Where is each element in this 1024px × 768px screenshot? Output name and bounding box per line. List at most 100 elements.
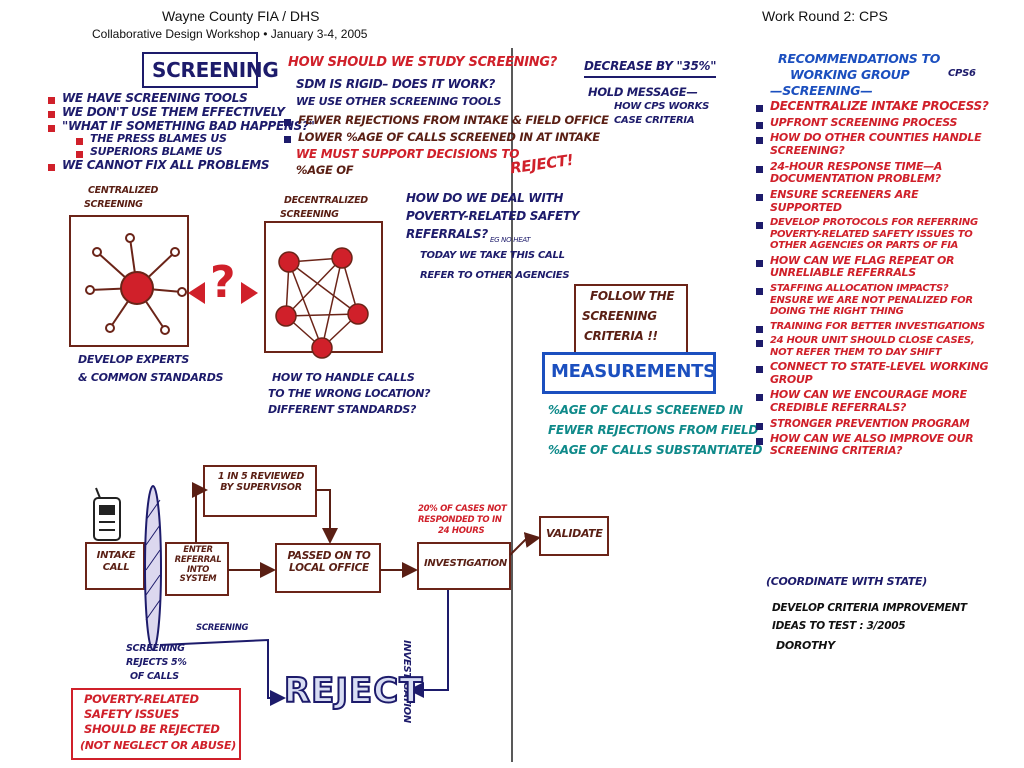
hold-how: HOW CPS WORKS (614, 101, 710, 112)
investigation-box (417, 542, 511, 590)
recommendation-item: HOW CAN WE ALSO IMPROVE OUR SCREENING CR… (756, 432, 992, 458)
screening-title-box: SCREENING (142, 52, 279, 88)
recommendation-item: STAFFING ALLOCATION IMPACTS? ENSURE WE A… (756, 283, 992, 318)
poverty-today: REFER TO OTHER AGENCIES (420, 270, 570, 281)
screening-bullets: WE HAVE SCREENING TOOLS WE DON'T USE THE… (48, 91, 315, 173)
reviewed-label: 1 IN 5 REVIEWED BY SUPERVISOR (217, 471, 305, 493)
screening-bullet: "WHAT IF SOMETHING BAD HAPPENS?" (48, 119, 315, 134)
poverty-box-frame (71, 688, 241, 760)
measurement-item: %AGE OF CALLS SCREENED IN (548, 403, 743, 417)
develop-note: IDEAS TO TEST : 3/2005 (772, 620, 906, 632)
recommendation-item: 24-HOUR RESPONSE TIME—A DOCUMENTATION PR… (756, 160, 992, 186)
pct-note: RESPONDED TO IN (418, 515, 502, 525)
header-subtitle: Collaborative Design Workshop • January … (92, 27, 368, 41)
pct-note: 24 HOURS (438, 526, 485, 536)
centralized-hub (85, 233, 187, 335)
poverty-box-line: SHOULD BE REJECTED (84, 722, 220, 736)
study-bullet: FEWER REJECTIONS FROM INTAKE & FIELD OFF… (284, 113, 609, 127)
study-bullets: FEWER REJECTIONS FROM INTAKE & FIELD OFF… (284, 113, 609, 144)
screening-bullet: THE PRESS BLAMES US (76, 133, 315, 146)
recommendations-subtitle: —SCREENING— (770, 83, 873, 98)
centralized-label: CENTRALIZED (88, 185, 159, 196)
decentralized-mesh (275, 247, 369, 359)
flow-arrows (192, 482, 541, 578)
develop-signature: DOROTHY (776, 639, 835, 652)
screening-bullet: SUPERIORS BLAME US (76, 145, 315, 159)
rejects-label: OF CALLS (130, 671, 179, 682)
rejects-label: SCREENING (126, 643, 185, 654)
recommendations-list: DECENTRALIZE INTAKE PROCESS? UPFRONT SCR… (756, 99, 992, 461)
intake-box (85, 542, 145, 590)
poverty-today: TODAY WE TAKE THIS CALL (420, 250, 565, 261)
question-arrows (188, 282, 258, 304)
recommendation-item: HOW CAN WE FLAG REPEAT OR UNRELIABLE REF… (756, 254, 992, 280)
poverty-box-line: POVERTY-RELATED (84, 692, 199, 706)
poverty-question: HOW DO WE DEAL WITH (406, 191, 564, 205)
recommendation-item: ENSURE SCREENERS ARE SUPPORTED (756, 188, 992, 214)
follow-line: CRITERIA !! (584, 329, 658, 343)
hold-criteria: CASE CRITERIA (614, 115, 695, 126)
decentralized-label: DECENTRALIZED (284, 195, 368, 206)
recommendation-item: DEVELOP PROTOCOLS FOR REFERRING POVERTY-… (756, 217, 992, 252)
poverty-question: REFERRALS? (406, 227, 488, 241)
screening-barrier (144, 485, 162, 651)
follow-line: FOLLOW THE (590, 289, 675, 303)
decentralized-caption: TO THE WRONG LOCATION? (268, 387, 431, 400)
develop-note: DEVELOP CRITERIA IMPROVEMENT (772, 602, 967, 614)
screening-title: SCREENING (152, 58, 279, 82)
phone-icon (93, 487, 121, 541)
passed-label: PASSED ON TO LOCAL OFFICE (287, 550, 371, 575)
recommendations-tag: CPS6 (948, 68, 976, 79)
header-title-right: Work Round 2: CPS (762, 8, 888, 24)
study-line: WE USE OTHER SCREENING TOOLS (296, 95, 502, 108)
centralized-frame (69, 215, 189, 347)
decentralized-caption: DIFFERENT STANDARDS? (268, 403, 417, 416)
centralized-caption: & COMMON STANDARDS (78, 371, 224, 384)
pct-note: 20% OF CASES NOT (418, 504, 507, 514)
measurements-title: MEASUREMENTS (551, 361, 716, 382)
investigation-label: INVESTIGATION (424, 558, 507, 569)
validate-label: VALIDATE (546, 527, 603, 540)
recommendation-item: UPFRONT SCREENING PROCESS (756, 116, 992, 130)
recommendation-item: DECENTRALIZE INTAKE PROCESS? (756, 99, 992, 114)
hold-message: HOLD MESSAGE— (588, 85, 698, 99)
follow-box: FOLLOW THE SCREENING CRITERIA !! (574, 284, 688, 354)
recommendation-item: STRONGER PREVENTION PROGRAM (756, 418, 992, 430)
measurement-item: %AGE OF CALLS SUBSTANTIATED (548, 443, 763, 457)
recommendation-item: HOW DO OTHER COUNTIES HANDLE SCREENING? (756, 132, 992, 157)
measurements-box: MEASUREMENTS (542, 352, 716, 394)
recommendation-item: 24 HOUR UNIT SHOULD CLOSE CASES, NOT REF… (756, 335, 992, 358)
decentralized-caption: HOW TO HANDLE CALLS (272, 371, 415, 384)
recommendation-item: TRAINING FOR BETTER INVESTIGATIONS (756, 321, 992, 333)
question-mark: ? (210, 257, 236, 308)
intake-label: INTAKE CALL (96, 550, 136, 573)
measurement-item: FEWER REJECTIONS FROM FIELD (548, 423, 758, 437)
coordinate-note: (COORDINATE WITH STATE) (766, 575, 927, 588)
screening-bullet: WE DON'T USE THEM EFFECTIVELY (48, 105, 315, 120)
poverty-question: POVERTY-RELATED SAFETY (406, 209, 580, 223)
decrease-title: DECREASE BY "35%" (584, 59, 717, 78)
poverty-eg: eg NO HEAT (490, 236, 531, 244)
centralized-caption: DEVELOP EXPERTS (78, 353, 190, 366)
recommendations-title: WORKING GROUP (790, 67, 910, 82)
study-must: WE MUST SUPPORT DECISIONS TO (296, 147, 520, 161)
follow-line: SCREENING (582, 309, 657, 323)
recommendations-title: RECOMMENDATIONS TO (778, 51, 941, 66)
screening-bullet: WE HAVE SCREENING TOOLS (48, 91, 315, 106)
screening-flow-label: SCREENING (196, 623, 249, 633)
reject-label: REJECT (283, 670, 424, 711)
study-bullet: LOWER %AGE OF CALLS SCREENED IN AT INTAK… (284, 130, 609, 144)
reject-arrows (159, 590, 449, 706)
screening-bullet: WE CANNOT FIX ALL PROBLEMS (48, 158, 315, 173)
poverty-box-line: SAFETY ISSUES (84, 707, 180, 721)
recommendation-item: HOW CAN WE ENCOURAGE MORE CREDIBLE REFER… (756, 388, 992, 414)
study-pct: %AGE OF (296, 163, 354, 177)
study-line: SDM IS RIGID– DOES IT WORK? (296, 77, 496, 91)
study-question: HOW SHOULD WE STUDY SCREENING? (288, 55, 557, 70)
recommendation-item: CONNECT TO STATE-LEVEL WORKING GROUP (756, 360, 992, 386)
decentralized-frame (264, 221, 383, 353)
enter-label: ENTER REFERRAL INTO SYSTEM (174, 545, 222, 585)
centralized-label: SCREENING (84, 199, 143, 210)
rejects-label: REJECTS 5% (126, 657, 187, 668)
